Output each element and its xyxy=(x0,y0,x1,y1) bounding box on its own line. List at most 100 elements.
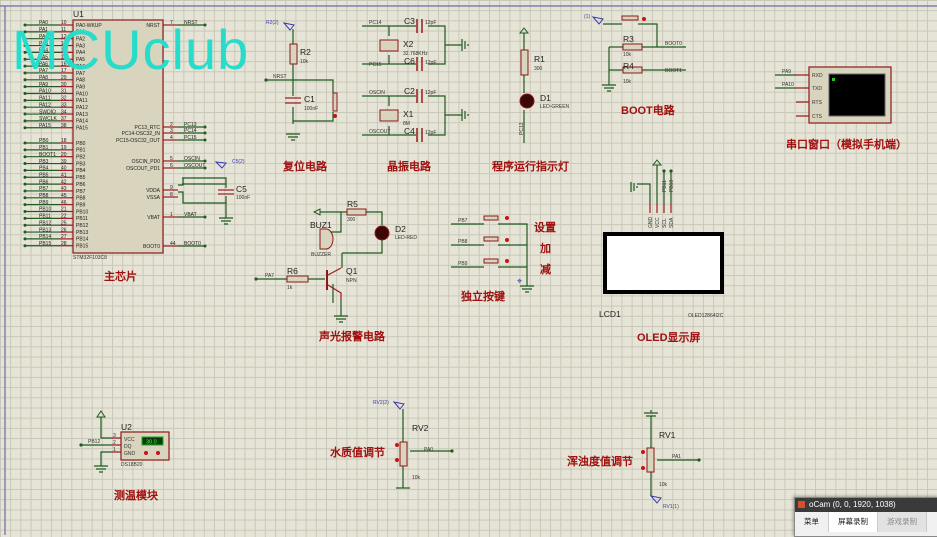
ocam-titlebar[interactable]: oCam (0, 0, 1920, 1038) xyxy=(795,498,937,512)
pin-terminal[interactable] xyxy=(23,126,27,130)
tab-menu[interactable]: 菜单 xyxy=(795,512,829,532)
button-indicator[interactable] xyxy=(505,238,509,242)
r1-resistor[interactable] xyxy=(520,49,529,76)
key-set-button[interactable] xyxy=(483,215,499,221)
pin-terminal[interactable] xyxy=(23,92,27,95)
pin-terminal[interactable] xyxy=(23,71,27,75)
probe-icon[interactable] xyxy=(392,401,405,410)
pin-terminal[interactable] xyxy=(203,138,207,142)
pot-down-button[interactable] xyxy=(395,458,399,462)
tab-game-record[interactable]: 游戏录制 xyxy=(878,512,927,532)
pin-terminal[interactable] xyxy=(23,148,27,152)
pin-terminal[interactable] xyxy=(23,223,27,227)
pin-terminal[interactable] xyxy=(23,162,27,166)
key-minus-button[interactable] xyxy=(483,258,499,264)
button-indicator[interactable] xyxy=(505,259,509,263)
probe-icon[interactable] xyxy=(282,22,295,31)
pin-terminal[interactable] xyxy=(203,23,207,27)
pin-terminal[interactable] xyxy=(23,78,27,82)
reset-button[interactable] xyxy=(332,92,338,112)
pin-terminal[interactable] xyxy=(23,196,27,200)
pin-terminal[interactable] xyxy=(23,141,27,145)
pin-terminal[interactable] xyxy=(23,50,27,54)
pin-terminal[interactable] xyxy=(23,30,27,34)
buzzer[interactable] xyxy=(319,228,334,250)
rv1-potentiometer[interactable] xyxy=(646,447,655,473)
terminal-screen[interactable] xyxy=(828,73,886,117)
pin-terminal[interactable] xyxy=(203,244,207,248)
d2-led[interactable] xyxy=(374,225,390,241)
tab-screen-record[interactable]: 屏幕录制 xyxy=(829,512,878,532)
pin-terminal[interactable] xyxy=(23,182,27,186)
probe-icon[interactable] xyxy=(649,495,662,504)
key-plus-button[interactable] xyxy=(483,236,499,242)
pin-terminal[interactable] xyxy=(203,159,207,163)
button-indicator[interactable] xyxy=(333,114,337,118)
pot-up-button[interactable] xyxy=(395,443,399,447)
mcu-body[interactable] xyxy=(72,19,164,254)
pin-terminal[interactable] xyxy=(23,37,27,41)
pin-terminal[interactable] xyxy=(23,175,27,179)
pin-terminal[interactable] xyxy=(203,215,207,219)
pin-terminal[interactable] xyxy=(23,57,27,61)
pin-terminal[interactable] xyxy=(203,125,207,129)
r4-resistor[interactable] xyxy=(622,66,643,74)
pin-terminal[interactable] xyxy=(23,112,27,116)
pin-terminal[interactable] xyxy=(23,64,27,68)
probe-icon[interactable] xyxy=(214,161,227,169)
x1-crystal[interactable] xyxy=(379,109,399,122)
x2-crystal[interactable] xyxy=(379,39,399,52)
pin-terminal[interactable] xyxy=(203,166,207,170)
pot-down-button[interactable] xyxy=(641,466,645,470)
pin-terminal[interactable] xyxy=(23,44,27,48)
r2-resistor[interactable] xyxy=(289,43,298,65)
pin-terminal[interactable] xyxy=(23,244,27,248)
d1-led[interactable] xyxy=(519,93,535,109)
pin-terminal[interactable] xyxy=(23,85,27,89)
ocam-window[interactable]: oCam (0, 0, 1920, 1038) 菜单 屏幕录制 游戏录制 xyxy=(794,497,937,537)
boot-button[interactable] xyxy=(621,15,639,21)
pot-up-button[interactable] xyxy=(641,450,645,454)
rv2-potentiometer[interactable] xyxy=(399,441,408,467)
pin-terminal[interactable] xyxy=(23,105,27,109)
